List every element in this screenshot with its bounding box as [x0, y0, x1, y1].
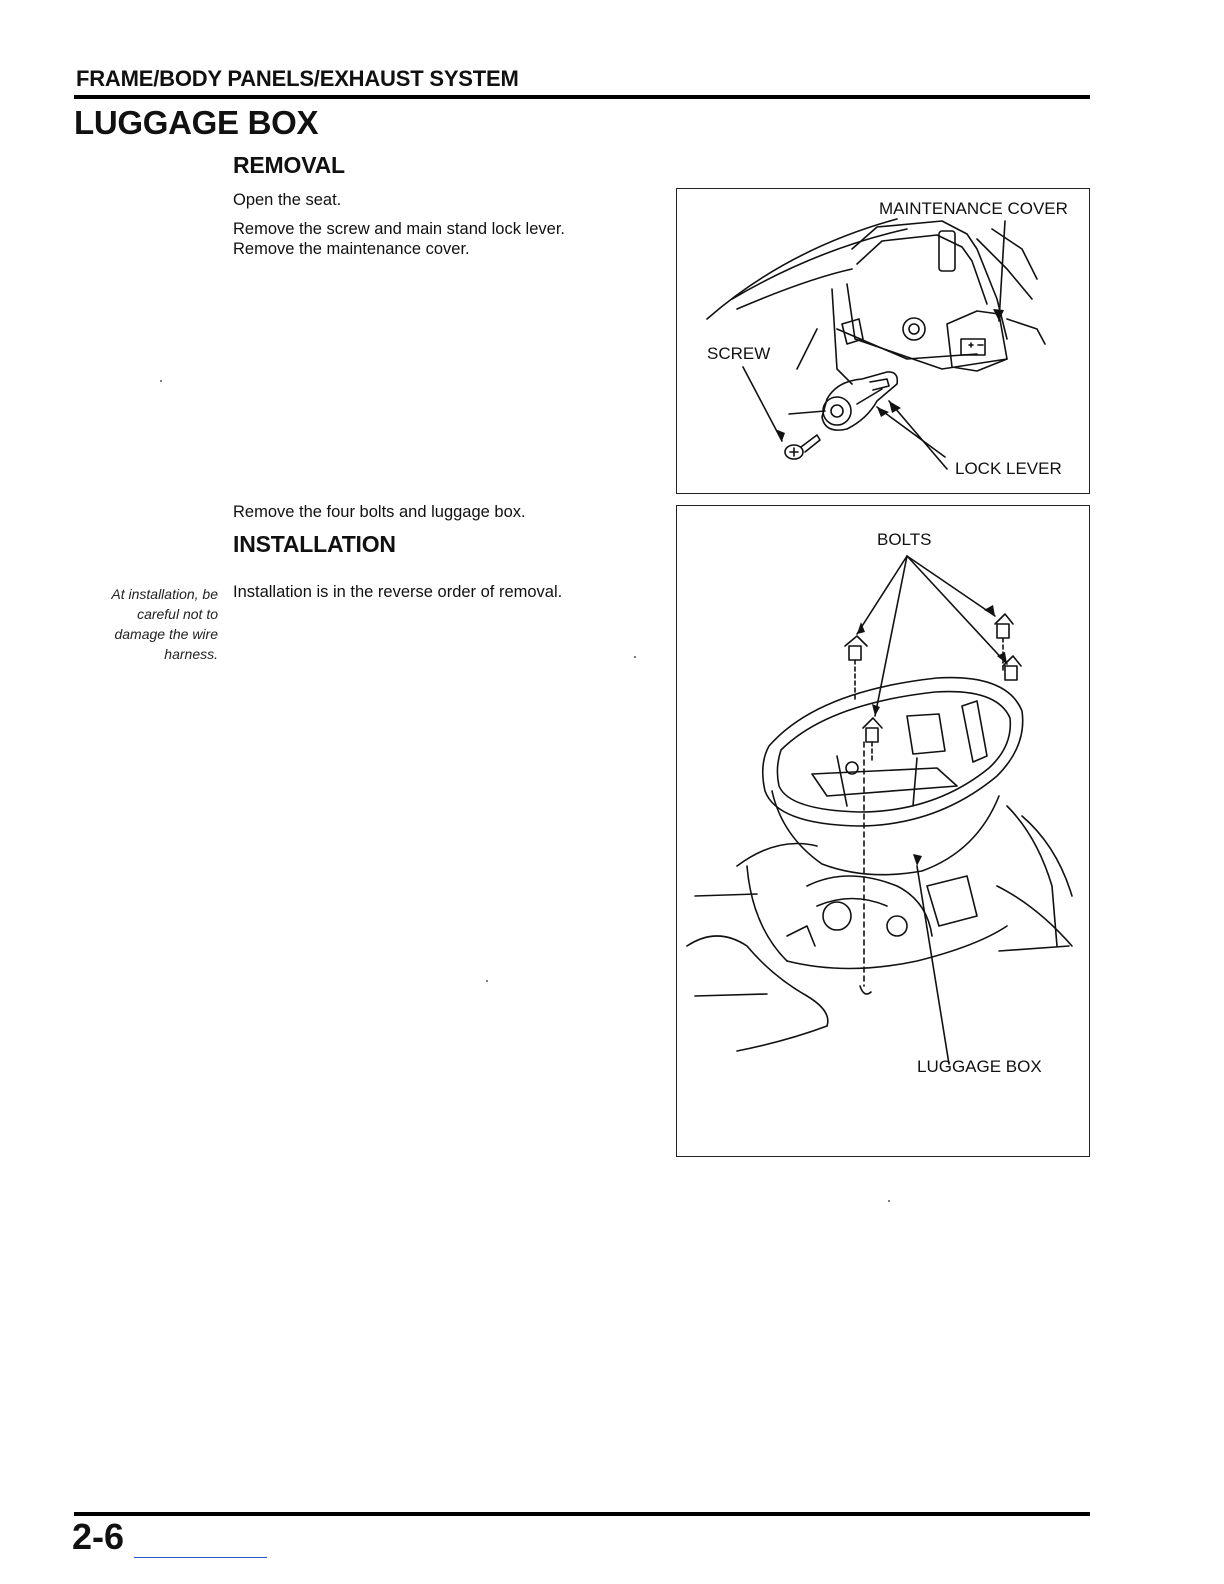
maintenance-cover-callout: MAINTENANCE COVER — [879, 199, 1068, 218]
side-note-line: damage the wire — [114, 626, 218, 642]
removal-step-bolts: Remove the four bolts and luggage box. — [233, 503, 526, 521]
section-header: FRAME/BODY PANELS/EXHAUST SYSTEM — [76, 66, 519, 91]
scan-speck — [486, 980, 488, 982]
luggage-box-illustration — [686, 555, 1073, 1065]
scan-speck — [888, 1200, 890, 1202]
removal-step-open-seat: Open the seat. — [233, 191, 342, 209]
maintenance-cover-illustration — [706, 218, 1046, 470]
scan-speck — [160, 380, 162, 382]
header-rule — [74, 95, 1090, 99]
footer-link-underline — [134, 1557, 267, 1558]
side-note-line: At installation, be — [111, 586, 218, 602]
removal-heading: REMOVAL — [233, 152, 345, 178]
scan-speck — [634, 656, 636, 658]
installation-heading: INSTALLATION — [233, 531, 396, 557]
luggage-box-callout: LUGGAGE BOX — [917, 1057, 1042, 1076]
page-number: 2-6 — [72, 1516, 125, 1557]
side-note-line: harness. — [164, 646, 218, 662]
installation-text: Installation is in the reverse order of … — [233, 583, 563, 601]
removal-step-screw: Remove the screw and main stand lock lev… — [233, 220, 565, 238]
figure-maintenance-cover: MAINTENANCE COVER SCREW LOCK LEVER — [676, 188, 1090, 494]
side-note-line: careful not to — [137, 606, 218, 622]
screw-callout: SCREW — [707, 344, 771, 363]
figure-luggage-box: BOLTS LUGGAGE BOX — [676, 505, 1090, 1157]
installation-side-note: At installation, be careful not to damag… — [76, 584, 218, 664]
bolts-callout: BOLTS — [877, 530, 932, 549]
footer-rule — [74, 1512, 1090, 1516]
removal-step-cover: Remove the maintenance cover. — [233, 240, 470, 258]
lock-lever-callout: LOCK LEVER — [955, 459, 1062, 478]
page-title: LUGGAGE BOX — [74, 104, 319, 141]
